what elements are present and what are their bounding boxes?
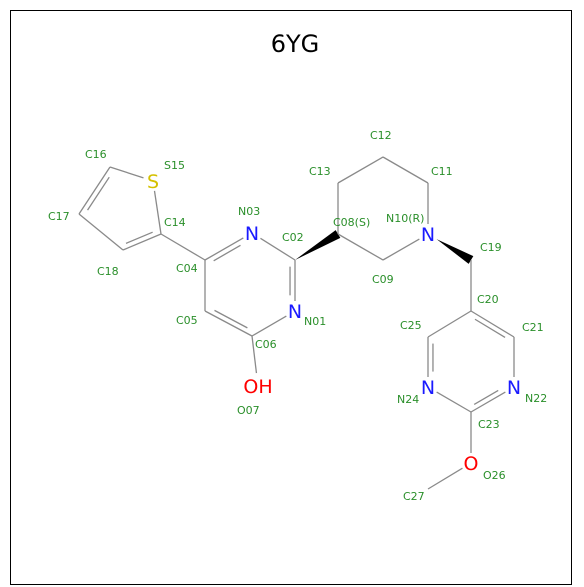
atom-label-c05: C05 <box>176 314 198 327</box>
diagram-title: 6YG <box>271 30 320 58</box>
atom-label-c17: C17 <box>48 210 70 223</box>
atom-label-c04: C04 <box>176 262 198 275</box>
atom-symbol-n10: N <box>421 224 435 246</box>
atom-symbol-o07: OH <box>243 376 272 398</box>
bond <box>204 310 253 337</box>
atom-label-c16: C16 <box>85 148 107 161</box>
bond <box>436 391 472 413</box>
bond <box>153 190 162 235</box>
atom-label-c25: C25 <box>400 319 422 332</box>
bond <box>109 166 144 179</box>
bond <box>204 237 244 261</box>
atom-label-c18: C18 <box>97 265 119 278</box>
atom-label-n24: N24 <box>397 393 419 406</box>
atom-label-n10: N10(R) <box>386 212 424 225</box>
bond <box>251 335 258 374</box>
bond <box>260 237 296 261</box>
wedge-bond <box>295 230 341 260</box>
atom-symbol-n24: N <box>421 377 435 399</box>
bond <box>337 233 384 261</box>
bond <box>382 156 429 184</box>
double-bond-line <box>214 309 248 329</box>
wedge-bond <box>436 239 474 264</box>
bond <box>337 156 384 184</box>
atom-label-c12: C12 <box>370 129 392 142</box>
atom-label-c06: C06 <box>255 338 277 351</box>
bond <box>470 391 506 413</box>
bond <box>122 233 162 251</box>
double-bond-line <box>125 231 153 244</box>
bond <box>78 213 124 251</box>
atom-label-c13: C13 <box>309 165 331 178</box>
double-bond-line <box>213 244 241 262</box>
atom-label-c08: C08(S) <box>333 216 370 229</box>
atom-symbol-n01: N <box>288 301 302 323</box>
bond <box>160 233 206 261</box>
atom-label-n03: N03 <box>238 205 260 218</box>
atom-label-c23: C23 <box>478 418 500 431</box>
atom-symbol-o26: O <box>464 453 479 475</box>
atom-label-n01: N01 <box>304 315 326 328</box>
bond <box>78 166 111 215</box>
atom-label-s15: S15 <box>164 159 185 172</box>
bond <box>251 315 287 337</box>
bond <box>470 310 515 338</box>
double-bond-line <box>87 176 110 211</box>
diagram-frame <box>10 10 572 585</box>
atom-label-o26: O26 <box>483 469 506 482</box>
atom-symbol-n22: N <box>507 377 521 399</box>
bond <box>382 238 420 261</box>
atom-label-c11: C11 <box>431 165 453 178</box>
atom-label-o07: O07 <box>237 404 260 417</box>
atom-label-n22: N22 <box>525 392 547 405</box>
atom-label-c02: C02 <box>282 231 304 244</box>
double-bond-line <box>474 318 506 339</box>
atom-label-c14: C14 <box>164 216 186 229</box>
bond <box>427 310 472 338</box>
double-bond-line <box>473 389 499 405</box>
atom-label-c21: C21 <box>522 321 544 334</box>
atom-label-c09: C09 <box>372 273 394 286</box>
atom-symbol-s15: S <box>147 171 159 193</box>
atom-label-c27: C27 <box>403 490 425 503</box>
atom-label-c20: C20 <box>477 293 499 306</box>
bond <box>427 467 463 490</box>
atom-label-c19: C19 <box>480 241 502 254</box>
atom-symbol-n03: N <box>245 223 259 245</box>
